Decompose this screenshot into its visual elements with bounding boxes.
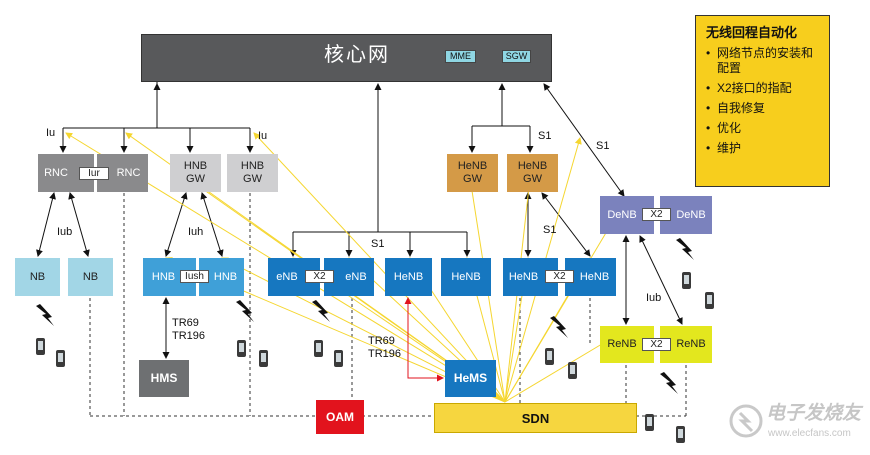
tr69-tr196-label: TR69 TR196 [172,317,205,343]
x2-interface-tag: X2 [642,208,671,221]
core-network-title: 核心网 [324,44,390,66]
hems-node: HeMS [445,360,496,397]
legend-item: 维护 [706,141,821,156]
interface-lines [36,52,683,359]
radio-link-bolts [36,238,694,394]
henb-node-2: HeNB [441,258,491,296]
iu-label: Iu [46,127,56,139]
henb-gw-label-line2: GW [523,173,542,185]
sgw-label: SGW [505,51,528,61]
hms-label: HMS [150,371,178,385]
oam-node: OAM [316,400,364,434]
nb-node-1: NB [15,258,60,296]
enb-label-1: eNB [276,270,298,283]
mme-label: MME [450,51,471,61]
henb-gw-label-line2: GW [463,173,482,185]
henb-label-4: HeNB [579,270,610,283]
tr69-text: TR69 [368,335,395,347]
hnb-gw-label-line2: GW [186,173,205,185]
tr69-red-link [404,297,444,382]
phone-icon [334,350,343,367]
phone-icon [36,338,45,355]
hms-node: HMS [139,360,189,397]
henb-gw-node-2: HeNB GW [507,154,558,192]
denb-label-2: DeNB [676,208,706,221]
hnb-gw-label-line2: GW [243,173,262,185]
denb-label-1: DeNB [607,208,637,221]
iuh-label: Iuh [188,226,204,238]
phone-icon [645,414,654,431]
enb-label-2: eNB [345,270,367,283]
henb-label-3: HeNB [508,270,539,283]
legend-box: 无线回程自动化 网络节点的安装和配置 X2接口的指配 自我修复 优化 维护 [695,15,830,187]
legend-item: 网络节点的安装和配置 [706,46,821,76]
phone-icon [682,272,691,289]
renb-label-2: ReNB [676,338,706,350]
phone-icon [545,348,554,365]
iush-interface-tag: Iush [180,270,209,283]
phone-icon [705,292,714,309]
hnb-gw-node-1: HNB GW [170,154,221,192]
rnc-label-1: RNC [44,166,68,179]
tr196-text: TR196 [172,330,206,342]
henb-label-2: HeNB [451,270,481,283]
s1-label: S1 [596,140,610,152]
s1-label: S1 [371,238,385,250]
legend-title: 无线回程自动化 [706,25,798,40]
legend-item: X2接口的指配 [706,81,821,96]
s1-label: S1 [538,130,552,142]
nb-label-1: NB [29,270,46,283]
legend-list: 网络节点的安装和配置 X2接口的指配 自我修复 优化 维护 [706,46,821,156]
legend-item: 自我修复 [706,101,821,116]
watermark-logo: 电子发烧友 www.elecfans.com [728,399,863,449]
henb-gw-label-line1: HeNB [517,160,548,172]
phone-icon [314,340,323,357]
rnc-node-2: RNC [97,154,148,192]
tr69-text: TR69 [172,317,199,329]
iub-relay-label: Iub [646,292,662,304]
s1-label: S1 [543,224,557,236]
renb-node-1: ReNB [600,326,654,363]
hnb-label-1: HNB [151,270,176,283]
nb-label-2: NB [82,270,99,283]
hnb-gw-node-2: HNB GW [227,154,278,192]
sdn-label: SDN [521,410,550,426]
tr69-tr196-label: TR69 TR196 [368,335,401,361]
x2-interface-tag: X2 [545,270,574,283]
watermark-text: 电子发烧友 [766,403,862,424]
phone-icon [568,362,577,379]
henb-node-4: HeNB [565,258,616,296]
watermark-icon [729,404,763,438]
henb-label-1: HeNB [393,270,424,283]
henb-gw-label-line1: HeNB [457,160,488,172]
x2-interface-tag: X2 [305,270,334,283]
iub-label: Iub [57,226,73,238]
sgw-node: SGW [502,50,531,63]
tr196-text: TR196 [368,348,402,360]
hnb-label-2: HNB [213,270,238,283]
iu-label: Iu [258,130,268,142]
hnb-gw-label-line1: HNB [183,160,208,172]
renb-label-1: ReNB [607,338,637,350]
henb-node-1: HeNB [385,258,432,296]
phone-icon [237,340,246,357]
oam-dashed-links [89,193,687,417]
core-network: 核心网 [141,34,552,82]
iur-interface-tag: Iur [79,167,109,180]
legend-item: 优化 [706,121,821,136]
sdn-controller: SDN [434,403,637,433]
hems-label: HeMS [453,371,488,385]
oam-label: OAM [326,409,354,424]
phone-icon [676,426,685,443]
rnc-label-2: RNC [116,166,141,179]
phone-icon [56,350,65,367]
x2-interface-tag: X2 [642,338,671,351]
henb-gw-node-1: HeNB GW [447,154,498,192]
hnb-gw-label-line1: HNB [240,160,265,172]
phone-icon [259,350,268,367]
nb-node-2: NB [68,258,113,296]
mme-node: MME [445,50,476,63]
watermark-url: www.elecfans.com [768,428,851,439]
